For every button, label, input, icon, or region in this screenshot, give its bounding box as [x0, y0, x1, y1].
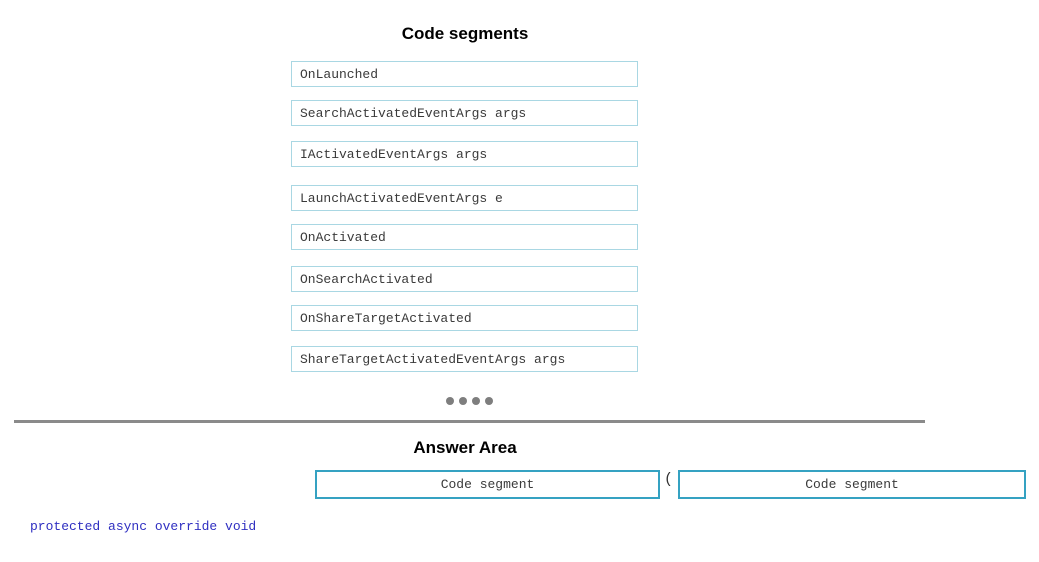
code-segment-option[interactable]: OnActivated — [291, 224, 638, 250]
answer-code-block: protected async override void { ... } — [30, 474, 256, 562]
open-paren-text: ( — [664, 471, 674, 488]
code-segment-option[interactable]: IActivatedEventArgs args — [291, 141, 638, 167]
code-segment-option[interactable]: LaunchActivatedEventArgs e — [291, 185, 638, 211]
drop-target-method-name[interactable]: Code segment — [315, 470, 660, 499]
code-segment-option[interactable]: OnLaunched — [291, 61, 638, 87]
dot-icon — [445, 397, 454, 405]
code-line-signature: protected async override void — [30, 519, 257, 534]
section-divider — [14, 420, 925, 423]
dot-icon — [484, 397, 493, 405]
drag-handle-dots-icon[interactable] — [0, 397, 938, 405]
dot-icon — [471, 397, 480, 405]
code-segments-title: Code segments — [401, 24, 529, 43]
code-segment-option[interactable]: OnSearchActivated — [291, 266, 638, 292]
code-segment-option[interactable]: SearchActivatedEventArgs args — [291, 100, 638, 126]
drop-target-parameter[interactable]: Code segment — [678, 470, 1026, 499]
code-segment-option[interactable]: ShareTargetActivatedEventArgs args — [291, 346, 638, 372]
answer-area-title: Answer Area — [413, 438, 517, 457]
dot-icon — [458, 397, 467, 405]
code-segments-list: OnLaunched SearchActivatedEventArgs args… — [291, 61, 638, 372]
code-segment-option[interactable]: OnShareTargetActivated — [291, 305, 638, 331]
